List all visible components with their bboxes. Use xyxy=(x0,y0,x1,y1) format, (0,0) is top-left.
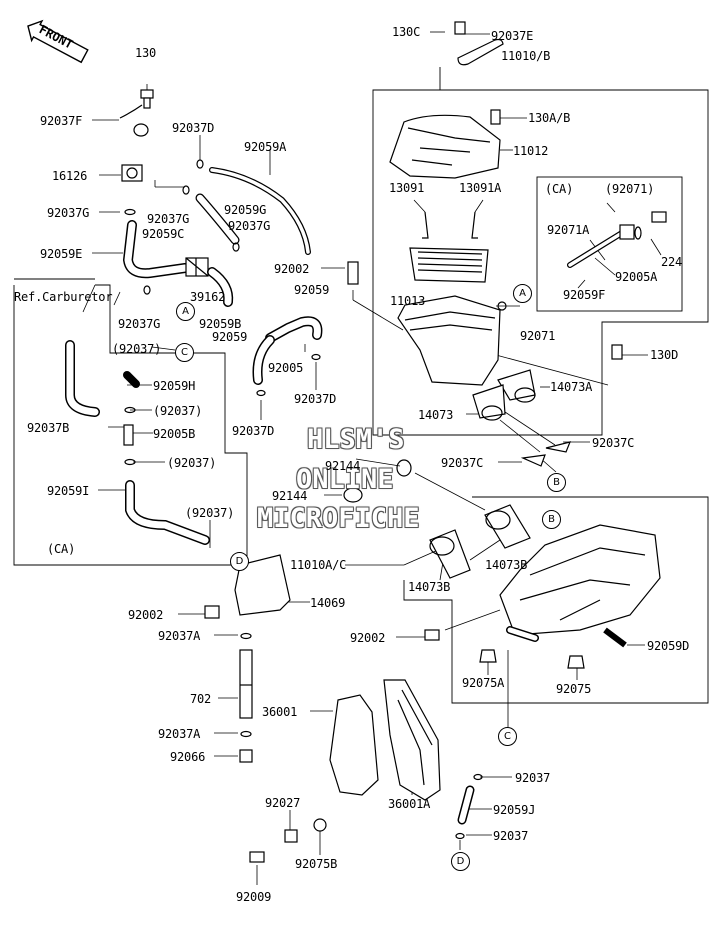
part-label: 92066 xyxy=(170,750,206,764)
part-label: 92002 xyxy=(274,262,310,276)
part-label: 36001 xyxy=(262,705,298,719)
leader-lines xyxy=(82,31,662,885)
part-label: 14073 xyxy=(418,408,454,422)
part-label: 130C xyxy=(392,25,421,39)
ref-circle-d-bottom: D xyxy=(451,852,470,871)
ref-circle-d-top: D xyxy=(230,552,249,571)
part-label: 92005B xyxy=(153,427,196,441)
part-label: 92027 xyxy=(265,796,301,810)
part-label: 702 xyxy=(190,692,212,706)
part-label: 92037G xyxy=(228,219,271,233)
watermark-line-1: HLSM'S xyxy=(307,424,405,455)
part-label: 92037G xyxy=(47,206,90,220)
part-label: 92059F xyxy=(563,288,606,302)
part-label: (92071) xyxy=(605,182,655,196)
part-label: 11013 xyxy=(390,294,426,308)
part-label: 92037E xyxy=(491,29,534,43)
part-label: 11010A/C xyxy=(290,558,347,572)
ref-carburetor-label: Ref.Carburetor xyxy=(14,290,113,304)
part-label: 92037D xyxy=(232,424,275,438)
ref-circle-b-box: B xyxy=(542,510,561,529)
part-label: 92005A xyxy=(615,270,658,284)
part-label: 130D xyxy=(650,348,679,362)
part-label: 92037G xyxy=(118,317,161,331)
watermark-line-2: ONLINE xyxy=(296,464,394,495)
part-label: 92071A xyxy=(547,223,590,237)
part-label: 39162 xyxy=(190,290,226,304)
part-label: 92037G xyxy=(147,212,190,226)
part-label: 36001A xyxy=(388,797,431,811)
part-label: 11012 xyxy=(513,144,549,158)
part-label: 11010/B xyxy=(501,49,551,63)
part-label: 92059 xyxy=(294,283,330,297)
part-label: 14069 xyxy=(310,596,346,610)
part-label: 92037C xyxy=(592,436,635,450)
part-label: 92059G xyxy=(224,203,267,217)
part-label: 92009 xyxy=(236,890,272,904)
part-label: 92059J xyxy=(493,803,536,817)
ref-circle-a-right: A xyxy=(513,284,532,303)
ref-circle-c-left: C xyxy=(175,343,194,362)
part-label: 92144 xyxy=(325,459,361,473)
ca-label-inset: (CA) xyxy=(545,182,574,196)
part-label: 92059E xyxy=(40,247,83,261)
part-label: 224 xyxy=(661,255,683,269)
part-label: 130A/B xyxy=(528,111,571,125)
part-label: 92075A xyxy=(462,676,505,690)
part-label: 13091A xyxy=(459,181,502,195)
part-label: 92037 xyxy=(493,829,529,843)
part-label: 92075B xyxy=(295,857,338,871)
part-label: (92037) xyxy=(185,506,235,520)
front-arrow-icon xyxy=(27,19,89,64)
frame-lines xyxy=(13,67,709,704)
part-label: (92037) xyxy=(112,342,162,356)
part-label: 92037F xyxy=(40,114,83,128)
part-label: 92059 xyxy=(212,330,248,344)
part-label: 92037C xyxy=(441,456,484,470)
part-label: (92037) xyxy=(153,404,203,418)
part-label: 92144 xyxy=(272,489,308,503)
part-label: 14073A xyxy=(550,380,593,394)
part-label: 130 xyxy=(135,46,157,60)
part-label: 92005 xyxy=(268,361,304,375)
part-label: 92037B xyxy=(27,421,70,435)
part-label: 92059A xyxy=(244,140,287,154)
part-label: 92075 xyxy=(556,682,592,696)
part-label: 92002 xyxy=(350,631,386,645)
part-label: 92037A xyxy=(158,629,201,643)
ref-circle-a-left: A xyxy=(176,302,195,321)
part-label: 92037D xyxy=(294,392,337,406)
part-label: 92059H xyxy=(153,379,196,393)
part-label: 92037D xyxy=(172,121,215,135)
ca-label-left: (CA) xyxy=(47,542,76,556)
part-label: 13091 xyxy=(389,181,425,195)
part-label: 92059I xyxy=(47,484,90,498)
ref-circle-c-bottom: C xyxy=(498,727,517,746)
part-label: 14073B xyxy=(408,580,451,594)
part-label: 92037 xyxy=(515,771,551,785)
ref-circle-b-mid: B xyxy=(547,473,566,492)
watermark-line-3: MICROFICHE xyxy=(257,503,420,534)
part-label: 14073B xyxy=(485,558,528,572)
part-label: 92059B xyxy=(199,317,242,331)
part-label: 92037A xyxy=(158,727,201,741)
part-label: 16126 xyxy=(52,169,88,183)
part-label: (92037) xyxy=(167,456,217,470)
part-label: 92071 xyxy=(520,329,556,343)
part-label: 92059D xyxy=(647,639,690,653)
part-label: 92002 xyxy=(128,608,164,622)
components xyxy=(65,21,667,863)
part-label: 92059C xyxy=(142,227,185,241)
